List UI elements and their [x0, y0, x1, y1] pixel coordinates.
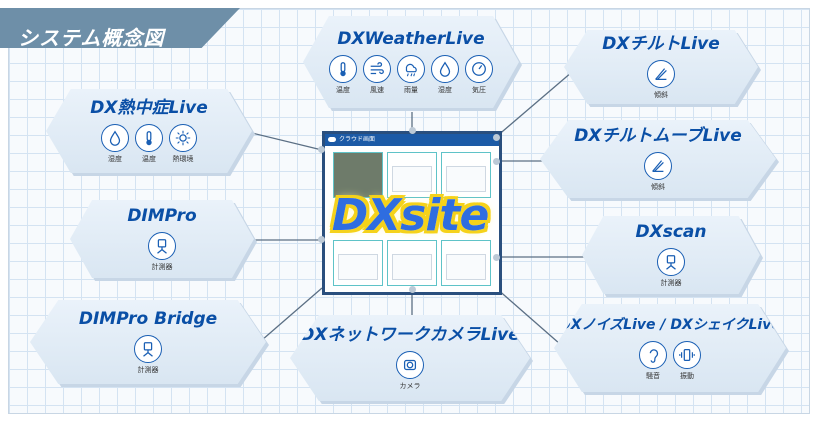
- icon-label: 傾斜: [654, 91, 668, 99]
- dxsite-logo: DXsite: [312, 189, 508, 241]
- instrument-icon: [657, 248, 685, 276]
- node-title: DXネットワークカメラLive: [300, 325, 520, 345]
- icon-label: カメラ: [399, 382, 421, 390]
- gauge-icon: [465, 55, 493, 83]
- screen-panel: [441, 240, 491, 286]
- icon-label: 計測器: [660, 279, 682, 287]
- instrument-icon: [148, 232, 176, 260]
- thermometer-icon: [135, 124, 163, 152]
- page-title: システム概念図: [18, 26, 165, 50]
- wind-icon: [363, 55, 391, 83]
- connector-heatstroke: [251, 132, 323, 151]
- ear-icon: [639, 341, 667, 369]
- icon-label: 熱環境: [172, 155, 194, 163]
- connector-tilt: [495, 71, 573, 138]
- node-dxtiltmovelive: DXチルトムーブLive 傾斜: [540, 120, 776, 198]
- screen-title: クラウド画面: [339, 136, 376, 143]
- icon-label: 湿度: [108, 155, 122, 163]
- node-title: DX熱中症Live: [90, 98, 208, 118]
- connector-bridge: [261, 287, 323, 341]
- node-title: DXチルトLive: [602, 34, 720, 54]
- screen-panel: [441, 152, 491, 198]
- icon-label: 風速: [370, 86, 384, 94]
- node-title: DXWeatherLive: [337, 29, 485, 49]
- node-dxnetworkcameralive: DXネットワークカメラLive カメラ: [290, 315, 530, 401]
- cloud-screen: クラウド画面: [322, 131, 502, 295]
- screen-panel: [387, 152, 437, 198]
- node-dxweatherlive: DXWeatherLive 温度 風速 雨量 湿度 気圧: [303, 16, 519, 108]
- sun-icon: [169, 124, 197, 152]
- node-title: DXscan: [635, 222, 707, 242]
- screen-title-bar: クラウド画面: [325, 134, 499, 146]
- node-dimpro: DIMPro 計測器: [70, 200, 254, 278]
- humidity-icon: [101, 124, 129, 152]
- thermometer-icon: [329, 55, 357, 83]
- icon-label: 計測器: [137, 366, 159, 374]
- icon-label: 温度: [336, 86, 350, 94]
- node-dxnoise-dxshake: DXノイズLive / DXシェイクLive 騒音 振動: [554, 304, 786, 392]
- node-dxheatstrokelive: DX熱中症Live 湿度 温度 熱環境: [46, 89, 252, 173]
- screen-panel: [387, 240, 437, 286]
- node-title: DIMPro Bridge: [78, 309, 218, 329]
- cloud-icon: [328, 137, 336, 142]
- node-title: DXチルトムーブLive: [574, 126, 742, 146]
- node-title: DIMPro: [127, 206, 197, 226]
- node-dxscan: DXscan 計測器: [582, 216, 760, 294]
- node-title: DXノイズLive / DXシェイクLive: [559, 317, 781, 333]
- screen-panel: [333, 240, 383, 286]
- screen-panel-camera: [333, 152, 383, 198]
- humidity-icon: [431, 55, 459, 83]
- rain-icon: [397, 55, 425, 83]
- icon-label: 計測器: [151, 263, 173, 271]
- icon-label: 湿度: [438, 86, 452, 94]
- dxsite-logo-text: DXsite: [331, 189, 490, 241]
- camera-icon: [396, 351, 424, 379]
- icon-label: 振動: [680, 372, 694, 380]
- node-dxtiltlive: DXチルトLive 傾斜: [564, 30, 758, 104]
- icon-label: 傾斜: [651, 183, 665, 191]
- node-dimpro-bridge: DIMPro Bridge 計測器: [30, 300, 266, 384]
- icon-label: 騒音: [646, 372, 660, 380]
- instrument-icon: [134, 335, 162, 363]
- title-band: システム概念図: [0, 8, 240, 48]
- icon-label: 温度: [142, 155, 156, 163]
- tilt-icon: [644, 152, 672, 180]
- vibration-icon: [673, 341, 701, 369]
- connector-noise: [495, 287, 561, 345]
- icon-label: 気圧: [472, 86, 486, 94]
- tilt-icon: [647, 60, 675, 88]
- icon-label: 雨量: [404, 86, 418, 94]
